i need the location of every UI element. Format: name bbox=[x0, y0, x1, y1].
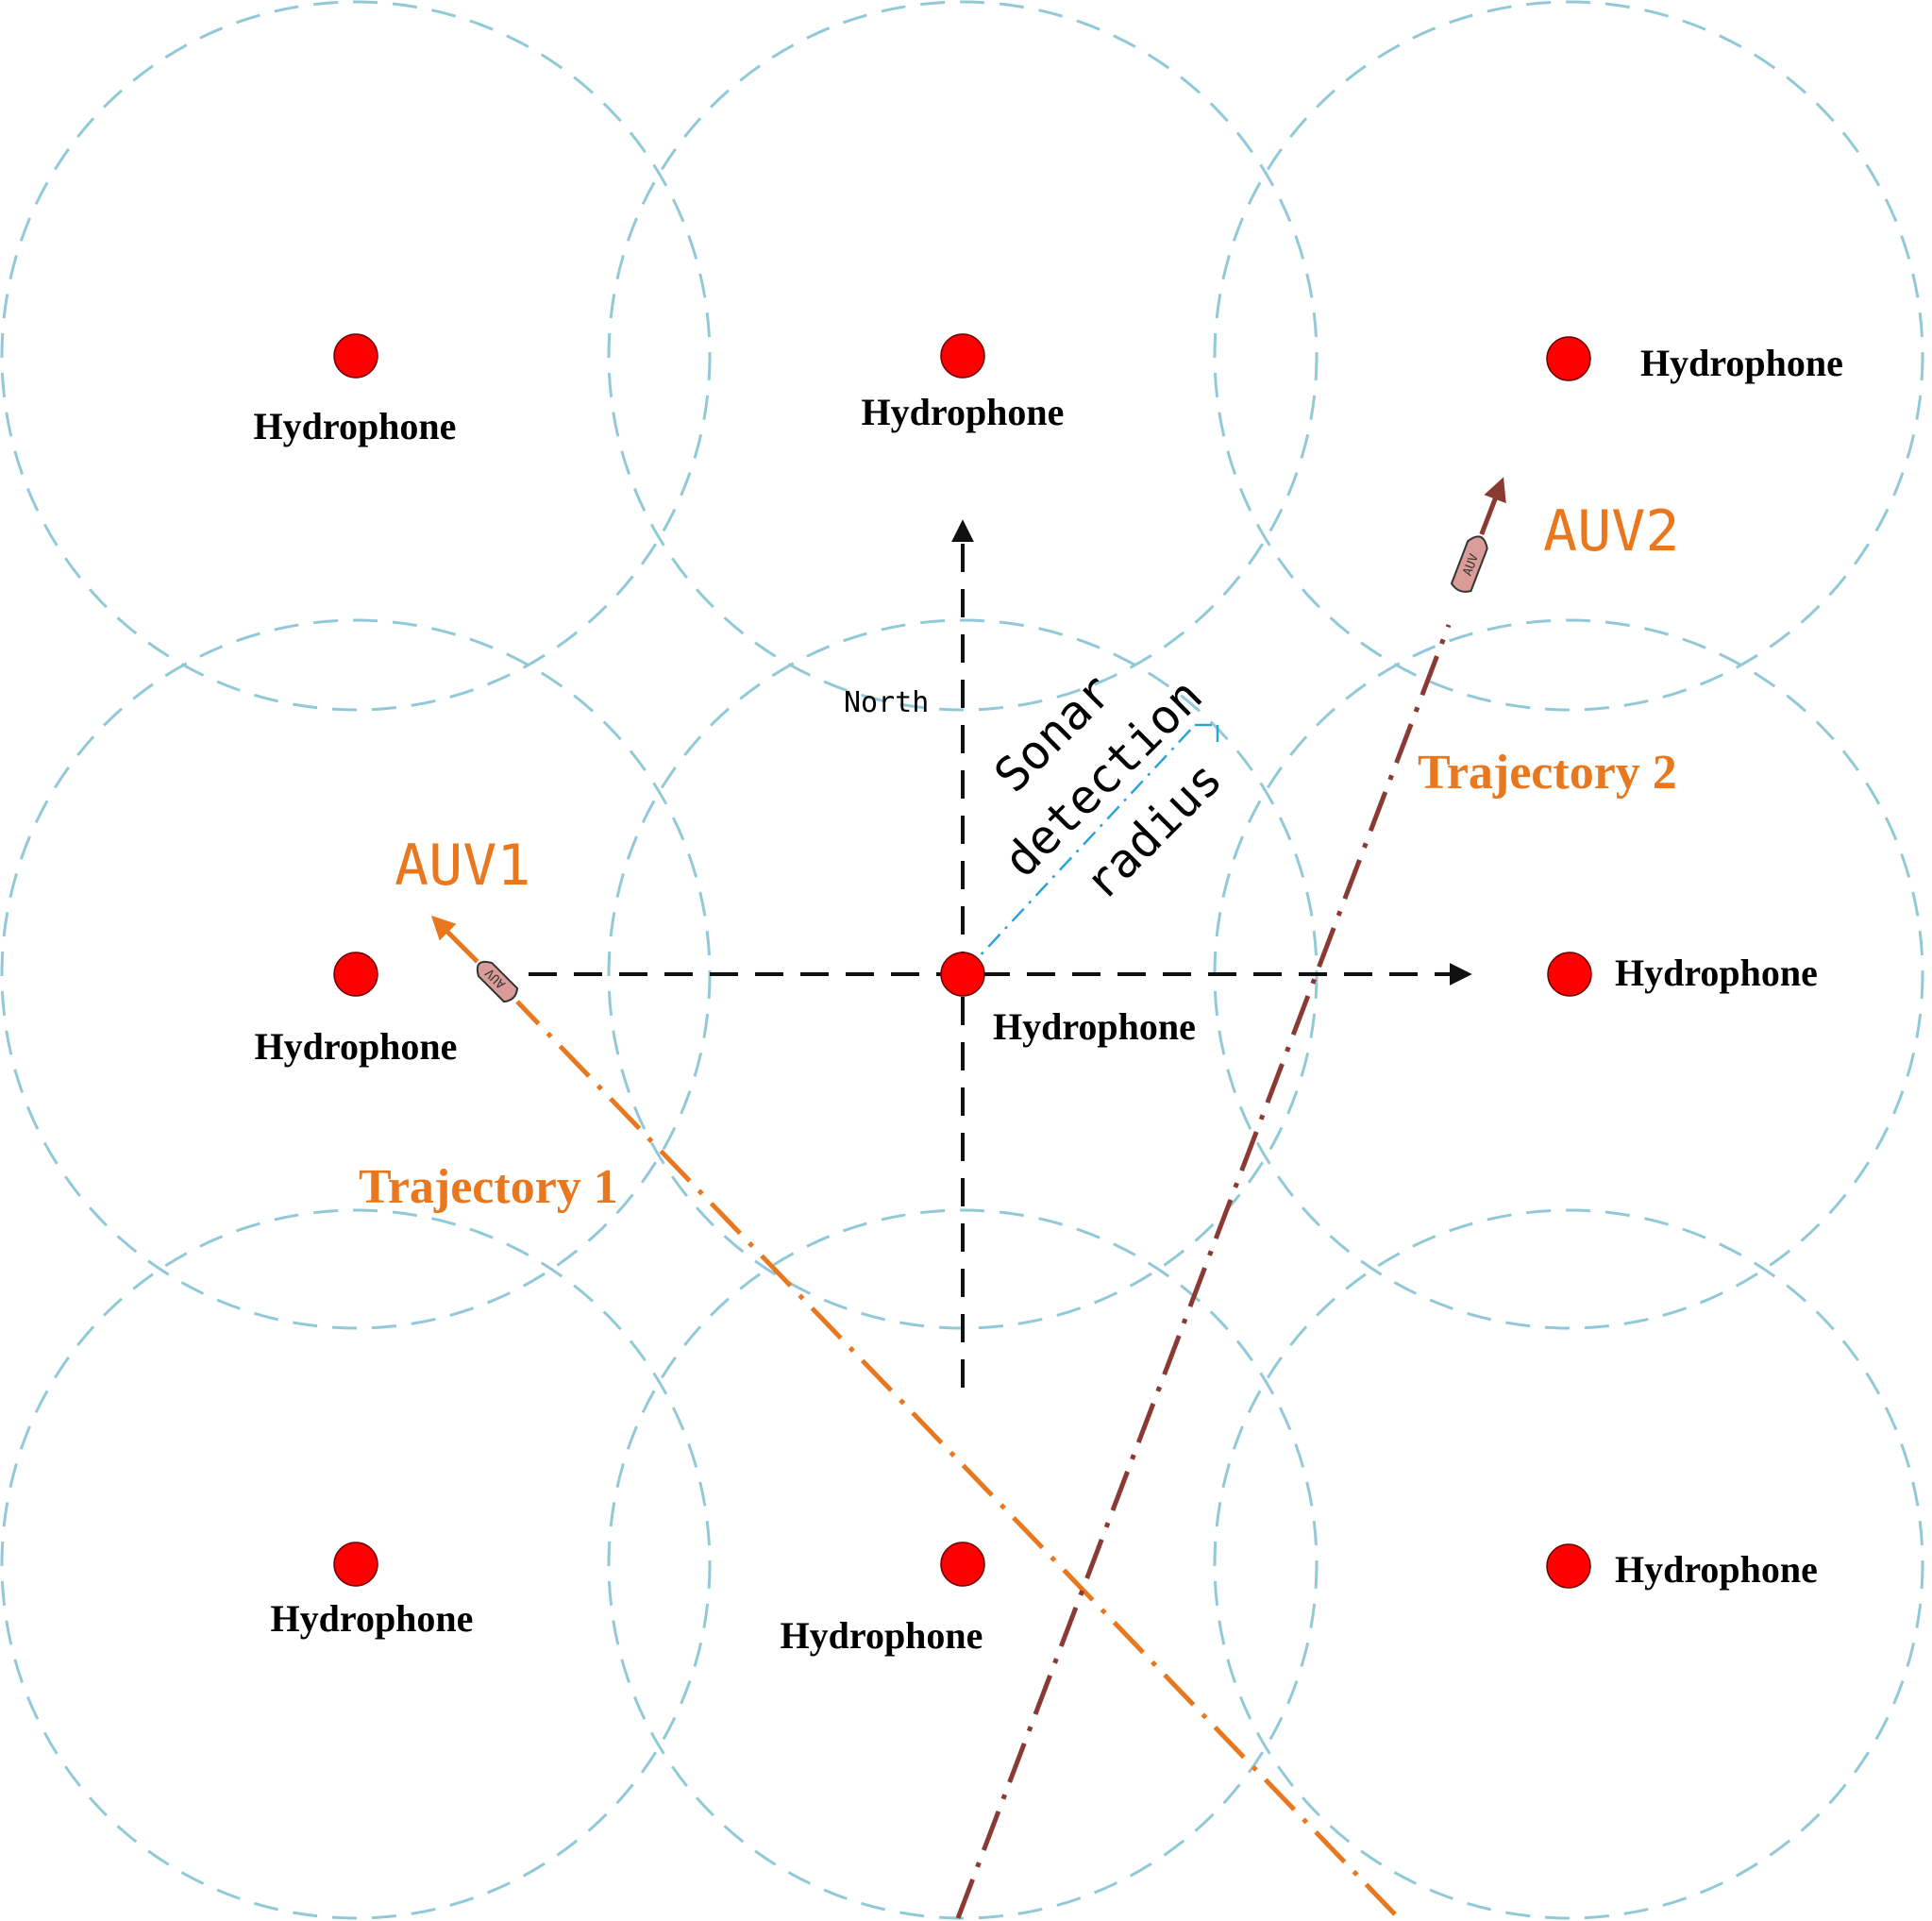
hydrophone-label: Hydrophone bbox=[271, 1597, 474, 1640]
detection-zone bbox=[607, 1208, 1319, 1920]
hydrophone-node bbox=[333, 952, 378, 997]
hydrophone-node bbox=[333, 333, 378, 379]
hydrophones bbox=[333, 333, 1592, 1589]
detection-zone bbox=[0, 0, 712, 712]
auv1-marker: AUV bbox=[430, 915, 519, 1003]
trajectory-2-label: Trajectory 2 bbox=[1418, 746, 1677, 800]
hydrophone-node bbox=[1547, 952, 1592, 997]
radius-label: Sonar detection radius bbox=[983, 664, 1233, 910]
detection-zone bbox=[1213, 0, 1924, 712]
trajectory-1-label: Trajectory 1 bbox=[359, 1160, 618, 1214]
hydrophone-node bbox=[940, 333, 985, 379]
hydrophone-label: Hydrophone bbox=[1640, 342, 1843, 384]
auv2-label: AUV2 bbox=[1543, 498, 1680, 565]
detection-zone bbox=[607, 0, 1319, 712]
trajectory-1-path bbox=[515, 1000, 1397, 1916]
hydrophone-label: Hydrophone bbox=[1615, 1548, 1818, 1591]
north-label: North bbox=[844, 686, 929, 719]
hydrophone-node bbox=[333, 1542, 378, 1587]
auv2-marker: AUV bbox=[1450, 477, 1506, 593]
hydrophone-label: Hydrophone bbox=[1615, 952, 1818, 994]
detection-zone bbox=[0, 1208, 712, 1920]
hydrophone-label: Hydrophone bbox=[781, 1614, 983, 1657]
auv1-label: AUV1 bbox=[395, 833, 531, 899]
hydrophone-label: Hydrophone bbox=[993, 1005, 1196, 1048]
hydrophone-node bbox=[1546, 336, 1591, 381]
detection-zone bbox=[1213, 1208, 1924, 1920]
trajectory-2-path bbox=[955, 624, 1452, 1919]
detection-radius-indicator bbox=[964, 723, 1219, 973]
hydrophone-node bbox=[940, 952, 985, 997]
hydrophone-label: Hydrophone bbox=[255, 1025, 458, 1068]
hydrophone-node bbox=[1546, 1543, 1591, 1589]
hydrophone-label: Hydrophone bbox=[254, 405, 457, 447]
hydrophone-labels: Hydrophone Hydrophone Hydrophone Hydroph… bbox=[254, 342, 1843, 1657]
hydrophone-label: Hydrophone bbox=[862, 391, 1065, 433]
hydrophone-node bbox=[940, 1542, 985, 1587]
